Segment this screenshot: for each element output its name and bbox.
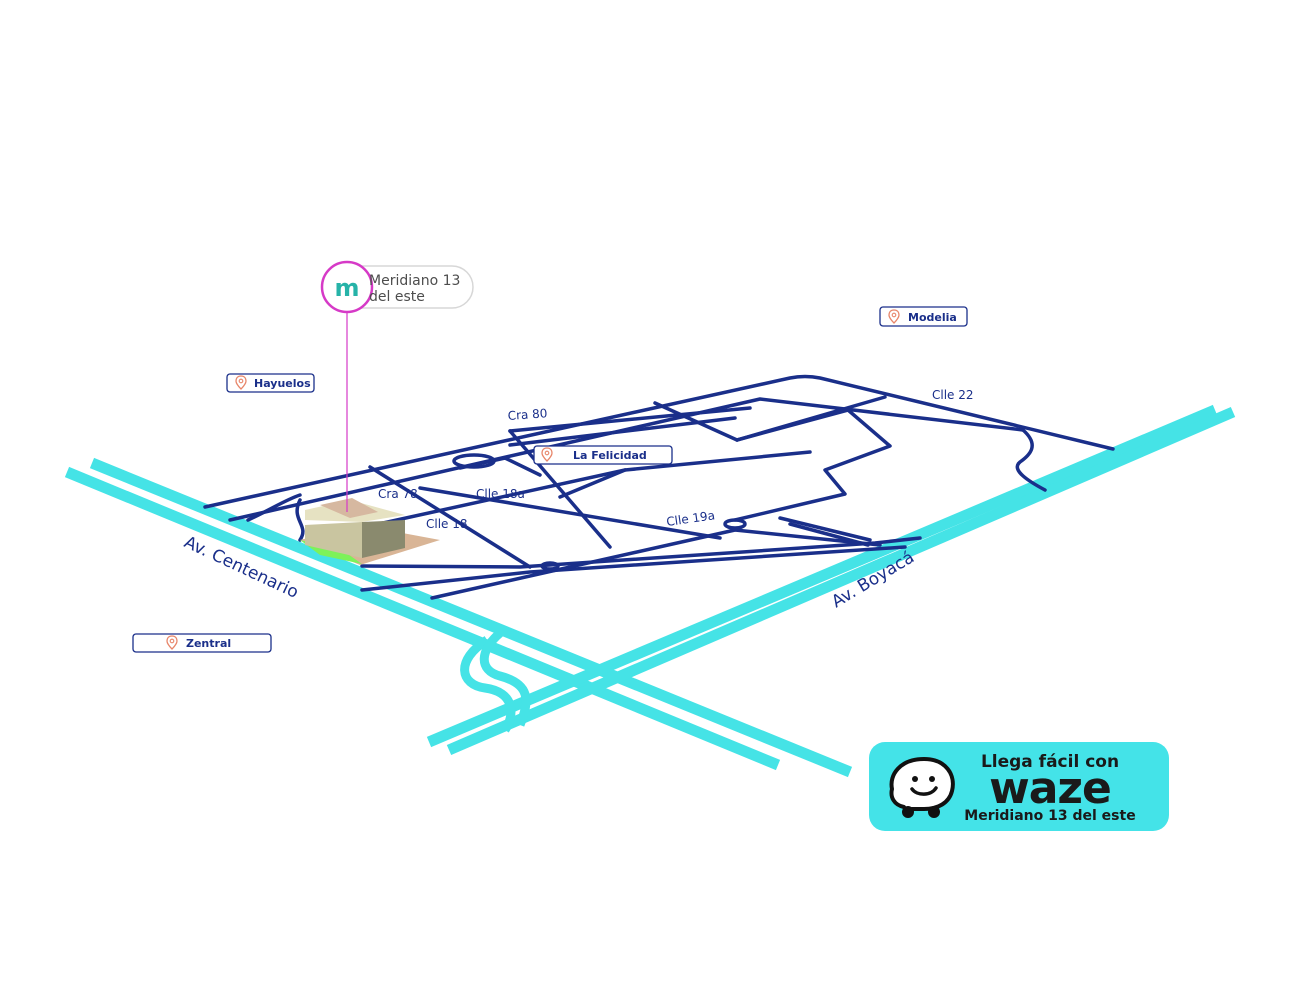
street-labels: Cra 80 Clle 22 Cra 78 Clle 18a Clle 18 C… — [378, 388, 974, 531]
waze-line2: Meridiano 13 del este — [964, 808, 1135, 824]
street-outer-north — [203, 374, 1115, 509]
streets — [203, 374, 1115, 600]
place-hayuelos[interactable]: Hayuelos — [226, 373, 315, 393]
callout-line1: Meridiano 13 — [369, 273, 460, 289]
street-internal-6 — [558, 468, 627, 499]
location-pin-icon — [541, 447, 553, 462]
place-modelia[interactable]: Modelia — [879, 306, 968, 327]
place-zentral-label: Zentral — [186, 637, 231, 650]
roundabout-2 — [723, 518, 747, 530]
place-la-felicidad-box — [533, 445, 673, 465]
place-modelia-box — [879, 306, 968, 327]
street-internal-9 — [788, 522, 870, 547]
place-zentral[interactable]: Zentral — [132, 633, 272, 653]
meridiano-logo-icon — [320, 260, 374, 314]
building-front — [305, 522, 362, 558]
avenue-boyaca-road — [426, 404, 1236, 756]
waze-banner[interactable]: Llega fácil con waze Meridiano 13 del es… — [869, 742, 1169, 831]
place-la-felicidad[interactable]: La Felicidad — [533, 445, 673, 465]
street-label-cra80: Cra 80 — [507, 406, 548, 423]
street-label-clle18: Clle 18 — [426, 517, 468, 531]
street-label-cra78: Cra 78 — [378, 487, 418, 501]
location-pin-icon — [166, 635, 178, 650]
street-south-edge-2 — [360, 545, 907, 592]
street-cra78 — [368, 465, 532, 569]
street-west-curve-2 — [246, 493, 302, 522]
street-clle18a — [418, 486, 722, 540]
place-la-felicidad-label: La Felicidad — [573, 449, 647, 462]
project-building — [300, 498, 440, 565]
roundabout-3 — [540, 561, 560, 571]
meridiano-logo-letter: m — [334, 274, 359, 302]
waze-line1: Llega fácil con — [981, 752, 1119, 772]
location-pin-icon — [235, 375, 247, 390]
project-callout: m Meridiano 13 del este — [320, 260, 474, 512]
avenues — [64, 404, 1236, 778]
building-side — [362, 520, 405, 558]
building-tower — [320, 498, 378, 518]
place-modelia-label: Modelia — [908, 311, 957, 324]
street-label-clle22: Clle 22 — [932, 388, 974, 402]
street-internal-1 — [508, 406, 752, 433]
street-outer-south — [430, 528, 882, 600]
street-cra80 — [508, 429, 612, 549]
street-south-edge — [360, 536, 922, 569]
street-internal-8 — [778, 516, 872, 542]
place-hayuelos-label: Hayuelos — [254, 377, 311, 390]
street-internal-7 — [458, 456, 542, 477]
street-internal-3 — [653, 401, 739, 442]
callout-line2: del este — [369, 289, 425, 305]
waze-smiley-icon — [889, 757, 955, 818]
avenue-centenario-road — [64, 457, 853, 778]
street-clle22-inner — [228, 397, 1025, 522]
street-label-clle19a: Clle 19a — [665, 508, 715, 529]
avenue-ramp — [460, 629, 531, 733]
location-pin-icon — [888, 309, 900, 324]
waze-brand: waze — [989, 763, 1111, 814]
street-label-clle18a: Clle 18a — [476, 487, 525, 501]
roundabout — [452, 453, 496, 469]
place-hayuelos-box — [226, 373, 315, 393]
street-internal-5 — [733, 408, 892, 522]
street-west-curve — [295, 498, 305, 542]
street-east-loop — [1015, 428, 1047, 492]
